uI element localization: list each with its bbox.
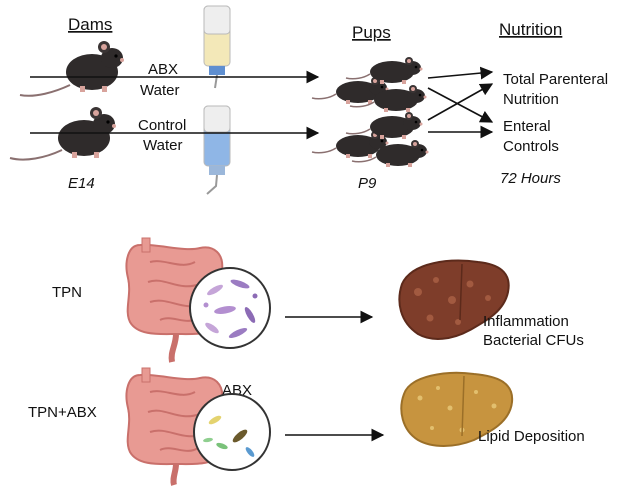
microbiome-magnifier-icon: [189, 267, 271, 349]
tpn-outcome-line2: Bacterial CFUs: [483, 332, 584, 349]
control-water-bottle-icon: [203, 105, 231, 195]
duration-label: 72 Hours: [500, 170, 561, 187]
tpn-outcome-line1: Inflammation: [483, 313, 569, 330]
inflamed-liver-icon: [398, 259, 510, 340]
arrow-to-tpn: [427, 66, 494, 80]
arrow-cross-to-enteral: [427, 87, 494, 123]
tpn-group-label-line2: Nutrition: [503, 91, 559, 108]
dam-mouse-control: [9, 107, 116, 161]
abx-label: ABX: [148, 61, 178, 78]
abx-water-label: Water: [140, 82, 179, 99]
pup-mouse: [345, 56, 424, 85]
dams-header: Dams: [68, 15, 112, 34]
control-label: Control: [138, 117, 186, 134]
tpn-group-label-line1: Total Parenteral: [503, 71, 608, 88]
arrow-cross-to-tpn: [427, 83, 494, 121]
enteral-group-label-line2: Controls: [503, 138, 559, 155]
enteral-group-label-line1: Enteral: [503, 118, 551, 135]
nutrition-header: Nutrition: [499, 20, 562, 39]
control-water-label: Water: [143, 137, 182, 154]
tpn-row-label: TPN: [52, 284, 82, 301]
pups-header: Pups: [352, 23, 391, 42]
pup-mouse: [345, 111, 424, 140]
abx-water-bottle-icon: [203, 5, 231, 89]
fatty-liver-icon: [400, 371, 514, 447]
reduced-microbiome-magnifier-icon: [193, 393, 271, 471]
e14-label: E14: [68, 175, 95, 192]
tpn-abx-row-label: TPN+ABX: [28, 404, 97, 421]
p9-label: P9: [358, 175, 377, 192]
tpn-abx-outcome-line1: Lipid Deposition: [478, 428, 585, 445]
dam-mouse-abx: [19, 41, 124, 97]
